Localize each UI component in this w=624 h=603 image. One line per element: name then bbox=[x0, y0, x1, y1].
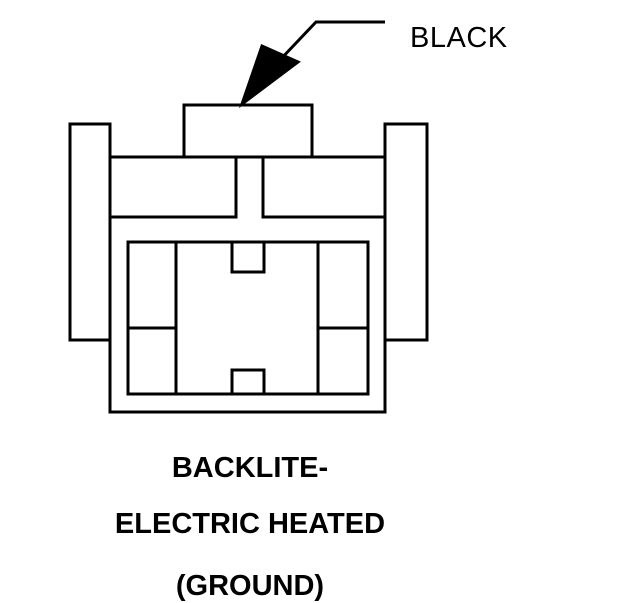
color-callout-label: BLACK bbox=[410, 22, 508, 54]
callout-leader-line bbox=[276, 20, 385, 64]
middle-channel-right bbox=[261, 155, 387, 219]
middle-channel-left bbox=[108, 155, 238, 219]
top-keying-notch bbox=[230, 240, 266, 274]
top-latch bbox=[182, 103, 314, 159]
callout-arrowhead bbox=[238, 43, 301, 109]
caption-line-2: ELECTRIC HEATED bbox=[114, 508, 386, 540]
bottom-keying-notch bbox=[230, 368, 266, 396]
left-side-tab bbox=[68, 122, 112, 342]
right-side-tab bbox=[383, 122, 429, 342]
caption-line-1: BACKLITE- bbox=[171, 452, 329, 484]
caption-line-3: (GROUND) bbox=[175, 570, 325, 602]
connector-body bbox=[108, 155, 387, 414]
